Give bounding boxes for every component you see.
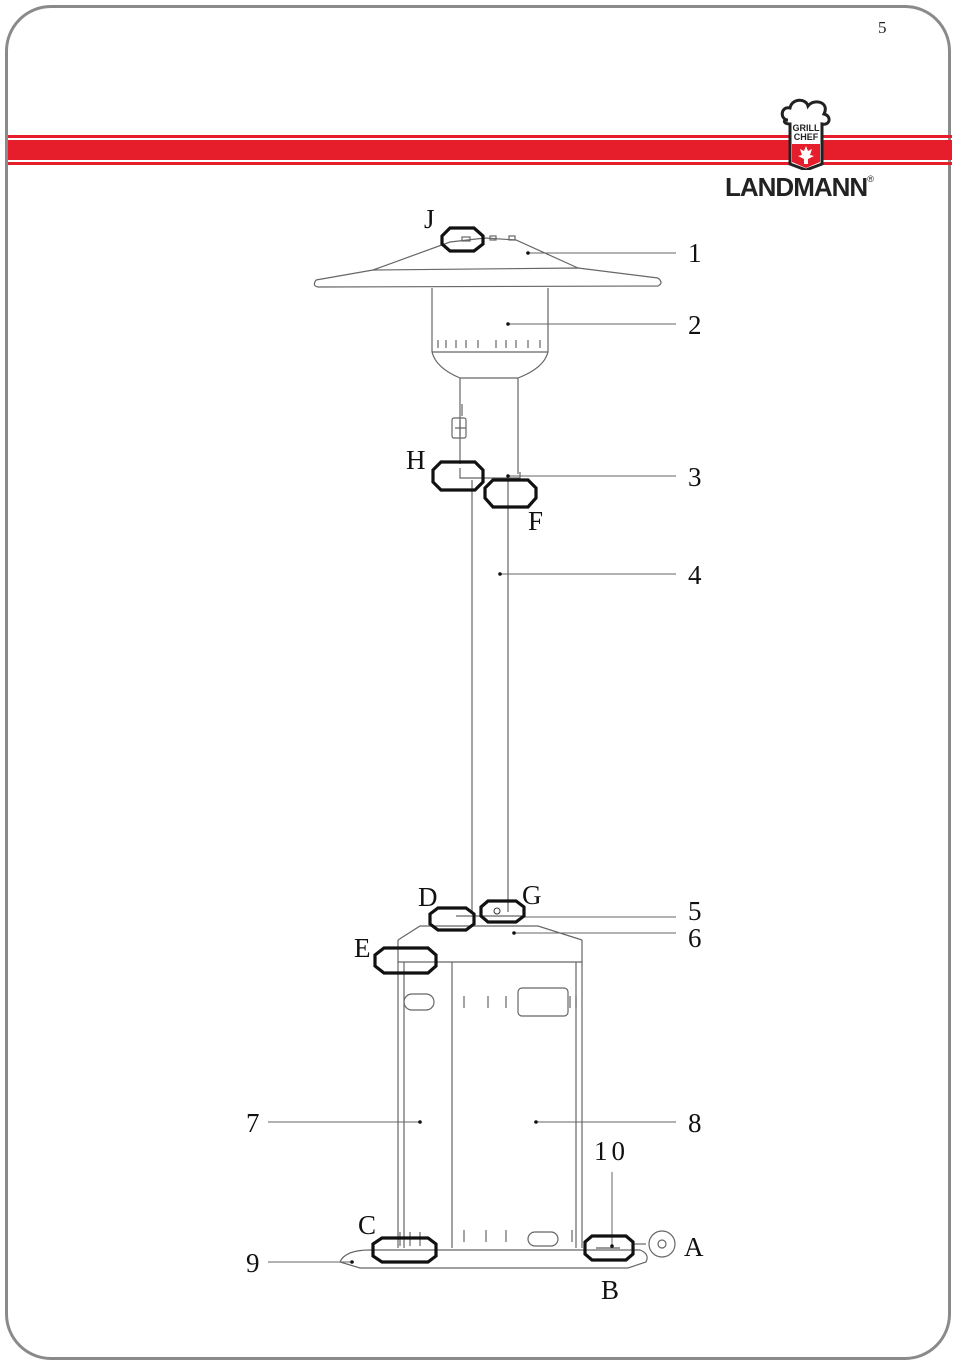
grill-chef-logo: GRILL CHEF [780, 98, 831, 170]
letter-f: F [528, 506, 543, 536]
red-band-bottom-line [8, 162, 952, 165]
letter-d: D [418, 882, 438, 912]
part-number-3: 3 [688, 462, 702, 492]
part-number-8: 8 [688, 1108, 702, 1138]
highlight-e [373, 946, 438, 975]
part-number-10: 10 [594, 1136, 629, 1166]
part-number-6: 6 [688, 923, 702, 953]
part-number-2: 2 [688, 310, 702, 340]
part-number-4: 4 [688, 560, 702, 590]
page-frame [5, 5, 951, 1360]
letter-e: E [354, 933, 371, 963]
part-number-7: 7 [246, 1108, 260, 1138]
highlight-j [440, 226, 485, 253]
logo-text-chef: CHEF [794, 132, 819, 142]
registered-mark: ® [867, 174, 874, 184]
logo-text-grill: GRILL [793, 123, 820, 133]
highlight-b [583, 1234, 635, 1262]
letter-h: H [406, 445, 426, 475]
highlight-d [428, 906, 476, 932]
highlight-c [371, 1236, 438, 1264]
letter-b: B [601, 1275, 619, 1305]
brand-wordmark: LANDMANN® [725, 172, 874, 203]
highlight-g [479, 899, 526, 924]
letter-j: J [424, 204, 435, 234]
part-number-1: 1 [688, 238, 702, 268]
red-band-top-line [8, 135, 952, 138]
letter-g: G [522, 880, 542, 910]
maple-leaf-icon [798, 146, 814, 164]
part-number-5: 5 [688, 896, 702, 926]
letter-c: C [358, 1210, 376, 1240]
letter-a: A [684, 1232, 704, 1262]
brand-name: LANDMANN [725, 172, 868, 202]
highlight-h [431, 460, 485, 492]
red-band [8, 140, 952, 160]
highlight-f [483, 478, 538, 509]
page-number: 5 [878, 18, 887, 37]
part-number-9: 9 [246, 1248, 260, 1278]
